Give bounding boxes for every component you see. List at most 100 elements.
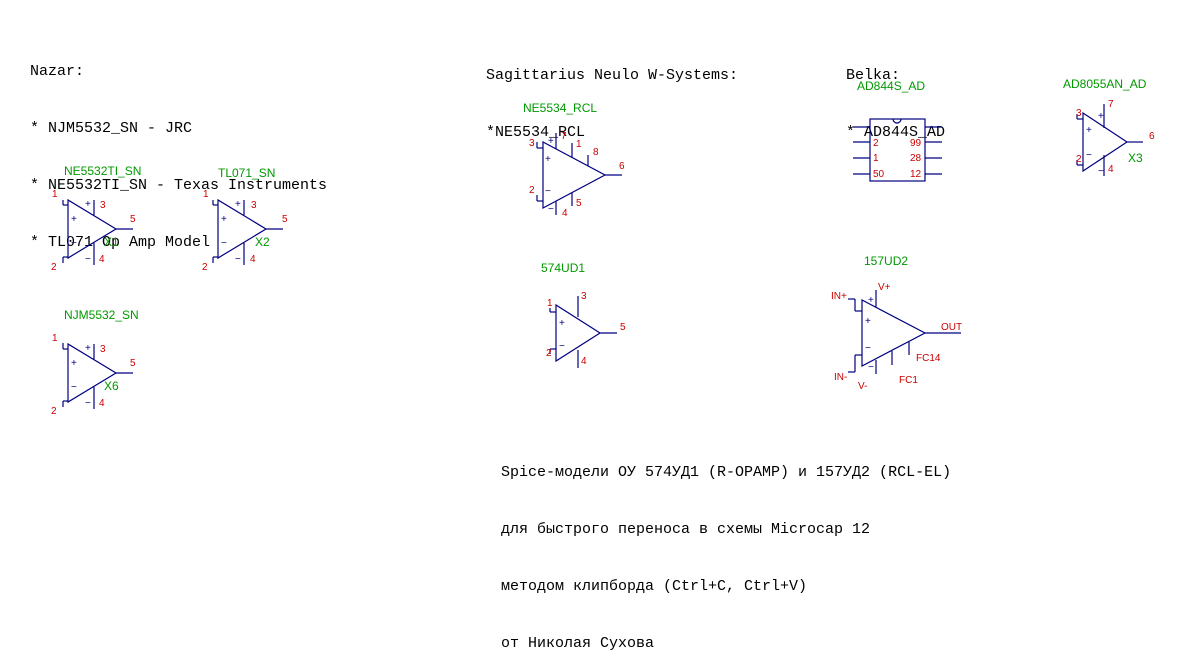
minus-sign: − (85, 254, 91, 265)
note-sagittarius-item: *NE5534_RCL (486, 124, 586, 141)
pin-label: 3 (100, 344, 106, 355)
pin-label: 6 (1149, 131, 1155, 142)
opamp-triangle (1082, 111, 1129, 173)
opamp-ne5534[interactable]: NE5534_RCL + − + − 3 2 7 1 8 6 5 4 (523, 101, 625, 219)
note-footer-line: Spice-модели ОУ 574УД1 (R-OPAMP) и 157УД… (501, 464, 952, 481)
note-nazar-item: * NJM5532_SN - JRC (30, 120, 193, 137)
part-name-ad844: AD844S_AD (857, 79, 925, 93)
plus-sign: + (559, 318, 565, 329)
minus-sign: − (1086, 150, 1092, 161)
part-name-574ud1: 574UD1 (541, 261, 585, 275)
part-name-njm5532: NJM5532_SN (64, 308, 139, 322)
pin-label: 5 (130, 358, 136, 369)
pin-label: 5 (130, 214, 136, 225)
pin-label: 12 (910, 169, 922, 180)
plus-sign: + (1098, 111, 1104, 122)
opamp-574ud1[interactable]: 574UD1 + − 1 2 3 4 5 (541, 261, 626, 368)
minus-sign: − (221, 238, 227, 249)
plus-sign: + (85, 199, 91, 210)
opamp-njm5532[interactable]: NJM5532_SN + − + − 1 2 3 4 5 X6 (51, 308, 139, 417)
opamp-tl071[interactable]: TL071_SN + − + − 1 2 3 4 5 X2 (202, 166, 288, 273)
opamp-ad8055[interactable]: AD8055AN_AD + − + − 3 2 7 4 6 X3 (1063, 77, 1155, 177)
pin-label: 2 (529, 185, 535, 196)
pin-label: 3 (1076, 108, 1082, 119)
pin-label: 28 (910, 153, 922, 164)
opamp-triangle (861, 299, 927, 367)
pin-label: 2 (1076, 154, 1082, 165)
part-name-ne5532ti: NE5532TI_SN (64, 164, 141, 178)
pin-label: 6 (619, 161, 625, 172)
opamp-triangle (555, 303, 602, 363)
plus-sign: + (868, 295, 874, 306)
pin-label: 99 (910, 138, 922, 149)
opamp-157ud2[interactable]: 157UD2 + − + − IN+ IN- V+ V- OUT FC14 FC… (831, 254, 962, 392)
part-name-ad8055: AD8055AN_AD (1063, 77, 1147, 91)
ic-ad844[interactable]: AD844S_AD 2 1 50 99 28 12 (853, 79, 942, 182)
pin-label: V+ (878, 282, 891, 293)
note-nazar-title: Nazar: (30, 63, 85, 80)
note-nazar: Nazar: * NJM5532_SN - JRC * NE5532TI_SN … (30, 24, 327, 271)
pin-label: 3 (100, 200, 106, 211)
minus-sign: − (1098, 166, 1104, 177)
opamp-triangle (67, 342, 118, 404)
note-sagittarius-title: Sagittarius Neulo W-Systems: (486, 67, 739, 84)
minus-sign: − (548, 204, 554, 215)
minus-sign: − (545, 186, 551, 197)
pin-label: IN- (834, 372, 847, 383)
instance-label: X1 (104, 235, 119, 249)
minus-sign: − (85, 398, 91, 409)
instance-label: X2 (255, 235, 270, 249)
plus-sign: + (71, 214, 77, 225)
opamp-ne5532ti[interactable]: NE5532TI_SN + − + − 1 2 3 4 5 X1 (51, 164, 141, 273)
pin-label: FC1 (899, 375, 918, 386)
pin-label: 1 (873, 153, 879, 164)
pin-label: 7 (1108, 99, 1114, 110)
pin-label: 5 (620, 322, 626, 333)
pin-label: 5 (282, 214, 288, 225)
pin-label: V- (858, 381, 867, 392)
plus-sign: + (221, 214, 227, 225)
instance-label: X6 (104, 379, 119, 393)
note-sagittarius: Sagittarius Neulo W-Systems: *NE5534_RCL (486, 28, 738, 161)
plus-sign: + (1086, 125, 1092, 136)
note-belka-title: Belka: (846, 67, 901, 84)
pin-label: 1 (547, 298, 553, 309)
pin-label: 3 (581, 291, 587, 302)
plus-sign: + (85, 343, 91, 354)
schematic-canvas: NE5532TI_SN + − + − 1 2 3 4 5 X1 TL071_S… (51, 77, 1155, 417)
opamp-triangle (217, 198, 268, 260)
pin-label: 8 (593, 147, 599, 158)
part-name-157ud2: 157UD2 (864, 254, 908, 268)
plus-sign: + (548, 136, 554, 147)
pin-label: 2 (51, 262, 57, 273)
plus-sign: + (235, 199, 241, 210)
pin-label: 1 (52, 189, 58, 200)
pin-label: 4 (562, 208, 568, 219)
pin-label: IN+ (831, 291, 847, 302)
pin-label: 5 (576, 198, 582, 209)
minus-sign: − (235, 254, 241, 265)
pin-label: 2 (546, 348, 552, 359)
opamp-triangle (542, 141, 607, 209)
pin-label: 7 (561, 131, 567, 142)
minus-sign: − (71, 382, 77, 393)
pin-label: FC14 (916, 353, 941, 364)
note-footer-line: методом клипборда (Ctrl+C, Ctrl+V) (501, 578, 808, 595)
part-name-ne5534: NE5534_RCL (523, 101, 597, 115)
ic-notch (892, 118, 902, 124)
minus-sign: − (71, 238, 77, 249)
minus-sign: − (865, 343, 871, 354)
minus-sign: − (559, 341, 565, 352)
note-nazar-item: * TL071 Op Amp Model (30, 234, 211, 251)
pin-label: 2 (202, 262, 208, 273)
pin-label: 3 (251, 200, 257, 211)
instance-label: X3 (1128, 151, 1143, 165)
pin-label: 4 (581, 356, 587, 367)
pin-label: OUT (941, 322, 962, 333)
pin-label: 1 (52, 333, 58, 344)
minus-sign: − (868, 362, 874, 373)
ic-body (869, 118, 926, 182)
plus-sign: + (545, 154, 551, 165)
note-nazar-item: * NE5532TI_SN - Texas Instruments (30, 177, 328, 194)
plus-sign: + (71, 358, 77, 369)
